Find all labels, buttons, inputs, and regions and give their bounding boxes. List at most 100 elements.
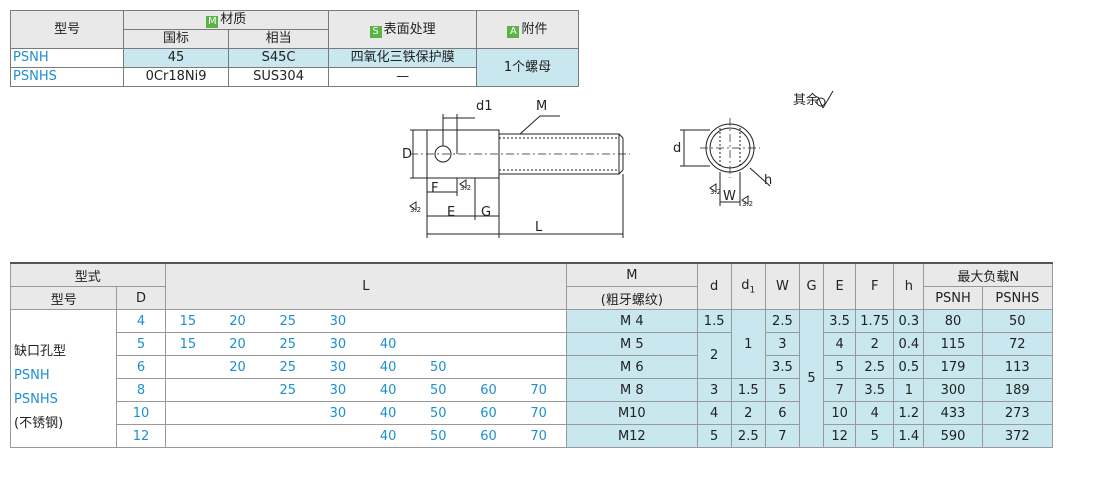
roughness-value: 3.2: [410, 206, 421, 214]
cell-d1: 1: [730, 309, 766, 379]
cell-D: 4: [116, 309, 166, 333]
roughness-value: 3.2: [460, 184, 471, 192]
cell-h: 0.5: [893, 355, 925, 379]
cell-L: [215, 378, 266, 402]
cell-psnh: 115: [923, 332, 983, 356]
header-M-sub: (粗牙螺纹): [566, 286, 698, 310]
cell-L: 20: [215, 332, 266, 356]
cell-L: [215, 401, 266, 425]
roughness-note: 其余: [793, 92, 819, 108]
cell-L: [466, 355, 517, 379]
cell-L: [416, 332, 467, 356]
cell-L: [165, 378, 216, 402]
cell-L: 40: [365, 401, 417, 425]
cell-F: 5: [855, 424, 895, 448]
label-L: L: [535, 220, 543, 235]
cell-L: 25: [265, 378, 316, 402]
cell-W: 5: [764, 378, 800, 402]
cell-F: 2.5: [855, 355, 895, 379]
cell-W: 7: [764, 424, 800, 448]
cell-d: 4: [696, 401, 732, 425]
cell-L: 60: [466, 401, 517, 425]
cell-M: M 5: [566, 332, 698, 356]
cell-L: 30: [315, 309, 366, 333]
cell-D: 12: [116, 424, 166, 448]
header-psnh: PSNH: [923, 286, 983, 310]
cell-L: [165, 355, 216, 379]
cell-M: M 6: [566, 355, 698, 379]
technical-drawing: d1 M D F E G L d h W 其余 3.2 3.2 3.2 3.2: [380, 88, 860, 248]
header-D: D: [116, 286, 166, 310]
cell-E: 4: [823, 332, 857, 356]
header-F: F: [855, 262, 895, 310]
cell-L: 15: [165, 332, 216, 356]
cell-h: 0.3: [893, 309, 925, 333]
cell-D: 10: [116, 401, 166, 425]
cell-F: 2: [855, 332, 895, 356]
spec-gb: 0Cr18Ni9: [123, 67, 229, 87]
accessory-tag: A: [507, 25, 520, 38]
label-F: F: [431, 181, 438, 196]
cell-L: [516, 355, 567, 379]
table-row: 缺口孔型 PSNH PSNHS (不锈钢) 4 15 20 25 30 M 4 …: [9, 309, 1054, 448]
cell-E: 12: [823, 424, 857, 448]
cell-L: 50: [416, 401, 467, 425]
cell-L: [365, 309, 417, 333]
header-M: M: [566, 262, 698, 287]
cell-L: [416, 309, 467, 333]
spec-model-psnhs: PSNHS: [9, 67, 125, 87]
table-row: 5 15 20 25 30 40 M 5 2 3 4 2 0.4 115 72: [11, 332, 1054, 379]
cell-W: 6: [764, 401, 800, 425]
type-label: 缺口孔型: [14, 344, 67, 359]
cell-d: 3: [696, 378, 732, 402]
cell-W: 3: [764, 332, 800, 356]
cell-E: 3.5: [823, 309, 857, 333]
cell-D: 8: [116, 378, 166, 402]
header-model: 型号: [9, 286, 118, 310]
cell-F: 4: [855, 401, 895, 425]
cell-d1: 2: [730, 401, 766, 425]
surface-tag: S: [369, 25, 382, 38]
cell-psnhs: 372: [981, 424, 1054, 448]
cell-M: M 4: [566, 309, 698, 333]
header-equivalent: 相当: [227, 29, 330, 49]
cell-L: 50: [416, 355, 467, 379]
dimension-table: 型式 L M d d1 W G E F h 最大负载N 型号 D (粗牙螺纹) …: [9, 262, 1054, 448]
cell-L: 70: [516, 424, 567, 448]
cell-L: 25: [265, 332, 316, 356]
cell-L: [466, 332, 517, 356]
table-row: 8 25 30 40 50 60 70 M 8 3 1.5 5 7 3.5 1 …: [11, 378, 1054, 402]
cell-F: 1.75: [855, 309, 895, 333]
header-max-load: 最大负载N: [923, 262, 1053, 287]
cell-W: 3.5: [764, 355, 800, 379]
cell-L: 50: [416, 378, 467, 402]
label-G: G: [481, 205, 491, 220]
cell-L: [265, 401, 316, 425]
cell-psnh: 300: [923, 378, 983, 402]
drawing-svg: d1 M D F E G L d h W 其余 3.2 3.2 3.2 3.2: [402, 90, 834, 238]
cell-L: [265, 424, 316, 448]
cell-L: 30: [315, 332, 366, 356]
cell-L: [315, 424, 366, 448]
cell-psnhs: 273: [981, 401, 1054, 425]
cell-M: M12: [566, 424, 698, 448]
cell-psnh: 80: [923, 309, 983, 333]
label-d: d: [673, 141, 681, 156]
cell-L: 50: [416, 424, 467, 448]
header-type-form: 型式: [10, 262, 166, 287]
cell-L: [516, 332, 567, 356]
table-row: 6 20 25 30 40 50 M 6 3.5 5 2.5 0.5 179 1…: [11, 355, 1054, 379]
cell-E: 5: [823, 355, 857, 379]
cell-L: 30: [315, 401, 366, 425]
cell-psnh: 433: [923, 401, 983, 425]
cell-L: 60: [466, 424, 517, 448]
type-label: PSNH: [14, 368, 50, 383]
cell-L: [165, 401, 216, 425]
cell-L: 20: [215, 355, 266, 379]
header-psnhs: PSNHS: [981, 286, 1054, 310]
label-E: E: [447, 205, 455, 220]
cell-d: 2: [696, 332, 732, 379]
